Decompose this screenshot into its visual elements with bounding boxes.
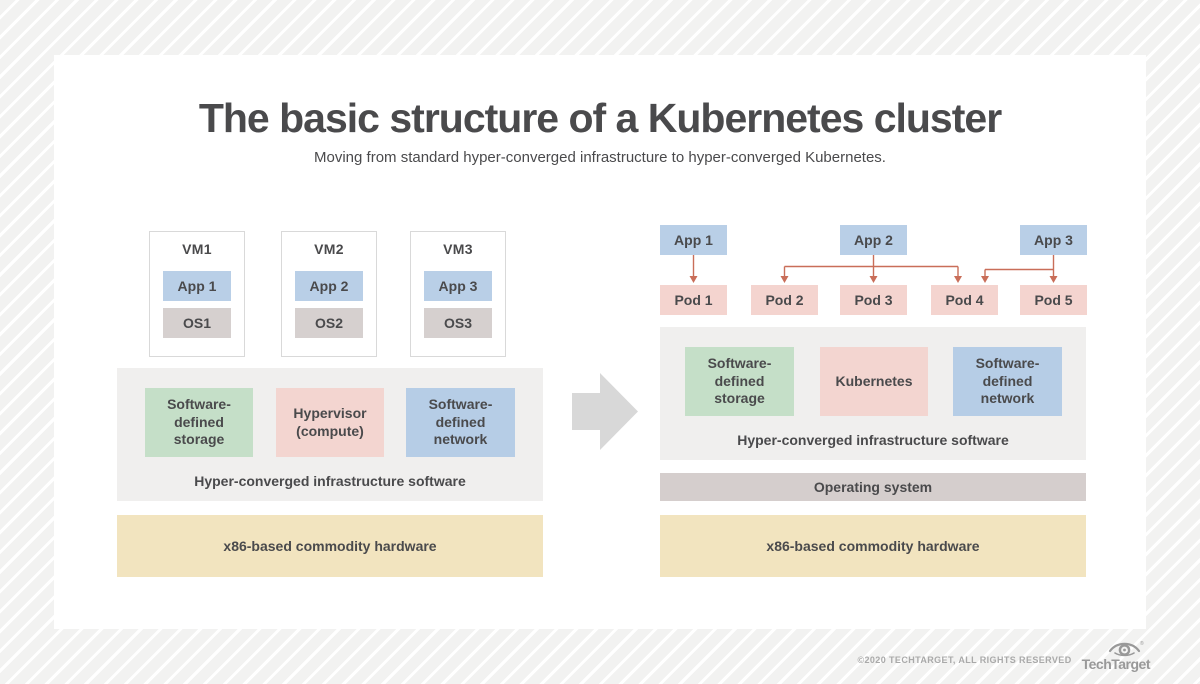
kubernetes-box: Kubernetes (820, 347, 928, 416)
vm-box-2: VM2 App 2 OS2 (281, 231, 377, 357)
pod-node-1: Pod 1 (660, 285, 727, 315)
pod-node-2: Pod 2 (751, 285, 818, 315)
copyright-text: ©2020 TECHTARGET, ALL RIGHTS RESERVED (857, 655, 1072, 665)
hci-software-panel-left: Software- defined storage Hypervisor (co… (117, 368, 543, 501)
app-node-1: App 1 (660, 225, 727, 255)
eye-icon: ® (1108, 640, 1144, 657)
app-node-2: App 2 (840, 225, 907, 255)
techtarget-wordmark: TechTarget (1081, 656, 1151, 672)
vm-app-chip: App 2 (295, 271, 363, 301)
hardware-bar-right: x86-based commodity hardware (660, 515, 1086, 577)
footer: ©2020 TECHTARGET, ALL RIGHTS RESERVED ® … (857, 640, 1150, 672)
pod-node-4: Pod 4 (931, 285, 998, 315)
vm-name: VM3 (443, 241, 473, 257)
page-subtitle: Moving from standard hyper-converged inf… (314, 149, 886, 166)
page-title: The basic structure of a Kubernetes clus… (198, 95, 1002, 141)
hci-software-panel-right: Software- defined storage Kubernetes Sof… (660, 327, 1086, 460)
vm-os-chip: OS3 (424, 308, 492, 338)
vm-name: VM2 (314, 241, 344, 257)
pod-node-5: Pod 5 (1020, 285, 1087, 315)
hci-caption: Hyper-converged infrastructure software (194, 473, 466, 489)
vm-os-chip: OS2 (295, 308, 363, 338)
hypervisor-box: Hypervisor (compute) (276, 388, 384, 457)
hci-caption: Hyper-converged infrastructure software (737, 432, 1009, 448)
vm-os-chip: OS1 (163, 308, 231, 338)
svg-text:®: ® (1140, 640, 1144, 647)
sdn-box: Software- defined network (953, 347, 1062, 416)
infographic-card: The basic structure of a Kubernetes clus… (54, 55, 1146, 629)
sdn-box: Software- defined network (406, 388, 515, 457)
vm-box-3: VM3 App 3 OS3 (410, 231, 506, 357)
transition-arrow-icon (572, 373, 638, 450)
vm-box-1: VM1 App 1 OS1 (149, 231, 245, 357)
techtarget-logo: ® TechTarget (1081, 640, 1151, 672)
vm-name: VM1 (182, 241, 212, 257)
vm-app-chip: App 3 (424, 271, 492, 301)
app-node-3: App 3 (1020, 225, 1087, 255)
operating-system-bar: Operating system (660, 473, 1086, 501)
vm-app-chip: App 1 (163, 271, 231, 301)
sds-box: Software- defined storage (685, 347, 794, 416)
hardware-bar-left: x86-based commodity hardware (117, 515, 543, 577)
sds-box: Software- defined storage (145, 388, 253, 457)
pod-node-3: Pod 3 (840, 285, 907, 315)
